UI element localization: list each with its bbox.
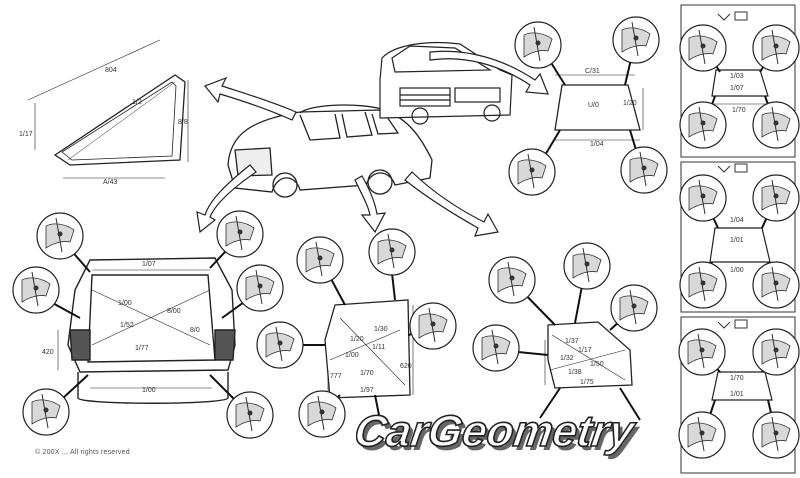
sp2-top-dim: 1/04 bbox=[730, 217, 744, 224]
ws-bottom-dim: 1/04 bbox=[590, 141, 604, 148]
suv-rear-three-quarter bbox=[227, 104, 433, 198]
ws-center-dim: U/0 bbox=[588, 102, 599, 109]
tg-mid-right-dim: 8/0 bbox=[190, 327, 200, 334]
callout-detail bbox=[488, 256, 536, 304]
side-panel-icons bbox=[717, 11, 748, 329]
glass-top-dim: 804 bbox=[105, 67, 117, 74]
callout-detail bbox=[679, 174, 727, 222]
callout-detail bbox=[752, 24, 800, 72]
copyright-caption: © 200X ... All rights reserved bbox=[35, 449, 130, 456]
rd-right-dim: 620 bbox=[400, 363, 412, 370]
rd-mid2-dim: 1/11 bbox=[372, 344, 385, 351]
callout-detail bbox=[620, 146, 668, 194]
rd-top-dim: 1/30 bbox=[374, 326, 388, 333]
callout-detail bbox=[752, 328, 800, 376]
tailgate-diagram bbox=[57, 257, 236, 404]
callout-detail bbox=[678, 328, 726, 376]
glass-bottom-dim: A/43 bbox=[103, 179, 118, 186]
tg-left-a-dim: 1/00 bbox=[118, 300, 132, 307]
callout-detail bbox=[563, 242, 611, 290]
callout-detail bbox=[216, 210, 264, 258]
fd-mid2-dim: 1/32 bbox=[560, 355, 574, 362]
ws-top-dim: C/31 bbox=[585, 68, 600, 75]
callout-detail bbox=[679, 24, 727, 72]
glass-right-dim: 8/8 bbox=[178, 119, 188, 126]
callout-detail bbox=[298, 390, 346, 438]
fd-mid4-dim: 1/38 bbox=[568, 369, 582, 376]
rd-mid1-dim: 1/20 bbox=[350, 336, 364, 343]
view-arrows bbox=[196, 50, 549, 237]
callout-detail bbox=[514, 21, 562, 69]
rd-mid3-dim: 1/00 bbox=[345, 352, 359, 359]
callout-detail bbox=[610, 284, 658, 332]
tg-right-dim: 8/00 bbox=[167, 308, 181, 315]
sp2-bot-dim: 1/00 bbox=[730, 267, 744, 274]
fd-mid1-dim: 1/17 bbox=[578, 347, 592, 354]
sp3-bot-dim: 1/01 bbox=[730, 391, 744, 398]
quarter-glass-diagram bbox=[27, 39, 189, 179]
rear-door-diagram bbox=[324, 299, 414, 399]
windshield-diagram bbox=[554, 74, 644, 141]
fd-bottom-dim: 1/75 bbox=[580, 379, 594, 386]
rd-left-dim: 777 bbox=[330, 373, 342, 380]
side-panel-1-diagram bbox=[711, 69, 769, 105]
callout-detail bbox=[226, 391, 274, 439]
glass-diag-dim: 1/2 bbox=[132, 99, 142, 106]
tg-side-dim: 420 bbox=[42, 349, 54, 356]
callout-detail bbox=[409, 302, 457, 350]
sp1-bot-dim: 1/70 bbox=[732, 107, 746, 114]
callout-detail bbox=[36, 212, 84, 260]
sp1-mid-dim: 1/07 bbox=[730, 85, 744, 92]
fd-top-dim: 1/37 bbox=[565, 338, 579, 345]
callout-detail bbox=[472, 324, 520, 372]
sp1-top-dim: 1/03 bbox=[730, 73, 744, 80]
callout-detail bbox=[679, 261, 727, 309]
tg-center-dim: 1/52 bbox=[120, 322, 134, 329]
sp3-top-dim: 1/70 bbox=[730, 375, 744, 382]
callout-detail bbox=[752, 101, 800, 149]
callout-detail bbox=[12, 266, 60, 314]
side-panel-3-diagram bbox=[711, 371, 773, 401]
fd-mid3-dim: 1/50 bbox=[590, 361, 604, 368]
rd-lower-dim: 1/70 bbox=[360, 370, 374, 377]
callout-detail bbox=[296, 236, 344, 284]
tg-top-dim: 1/07 bbox=[142, 261, 156, 268]
sp2-mid-dim: 1/01 bbox=[730, 237, 744, 244]
cargeometry-logo: CarGeometry CarGeometry bbox=[356, 410, 643, 460]
brand-text: CarGeometry bbox=[356, 410, 639, 456]
callout-detail bbox=[752, 261, 800, 309]
callout-detail bbox=[508, 148, 556, 196]
rd-bottom-dim: 1/97 bbox=[360, 387, 374, 394]
callout-detail bbox=[679, 101, 727, 149]
ws-right-dim: 1/20 bbox=[623, 100, 637, 107]
front-door-diagram bbox=[544, 321, 633, 389]
glass-left-dim: 1/17 bbox=[19, 131, 33, 138]
callout-detail bbox=[236, 264, 284, 312]
side-panel-2-diagram bbox=[709, 227, 771, 263]
brand-shadow: CarGeometry bbox=[356, 411, 643, 460]
side-panel-frames bbox=[680, 4, 796, 474]
callout-detail bbox=[22, 388, 70, 436]
callout-detail bbox=[368, 228, 416, 276]
tg-lower-dim: 1/77 bbox=[135, 345, 149, 352]
callout-detail bbox=[256, 321, 304, 369]
callout-detail bbox=[752, 174, 800, 222]
callout-detail bbox=[612, 16, 660, 64]
tg-bottom-dim: 1/00 bbox=[142, 387, 156, 394]
